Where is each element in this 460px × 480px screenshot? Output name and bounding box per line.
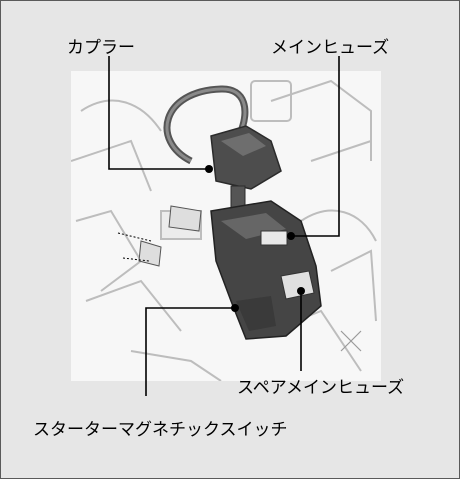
main-fuse-label: メインヒューズ: [271, 38, 390, 58]
spare-fuse-pointer-dot: [297, 287, 305, 295]
spare-main-fuse-label: スペアメインヒューズ: [237, 378, 405, 398]
starter-magnetic-switch-label: スターターマグネチックスイッチ: [33, 420, 288, 440]
main-fuse-pointer-dot: [287, 232, 295, 240]
fuse-cover: [168, 205, 202, 232]
spare-fuse-slot: [280, 270, 315, 300]
fuse-cover-2: [138, 240, 162, 267]
switch-pointer-dot: [231, 304, 239, 312]
coupler-pointer-dot: [205, 165, 213, 173]
coupler-label: カプラー: [67, 38, 135, 58]
cable-loop-highlight: [165, 87, 247, 163]
coupler-body: [210, 125, 282, 217]
main-fuse-slot: [260, 230, 288, 246]
